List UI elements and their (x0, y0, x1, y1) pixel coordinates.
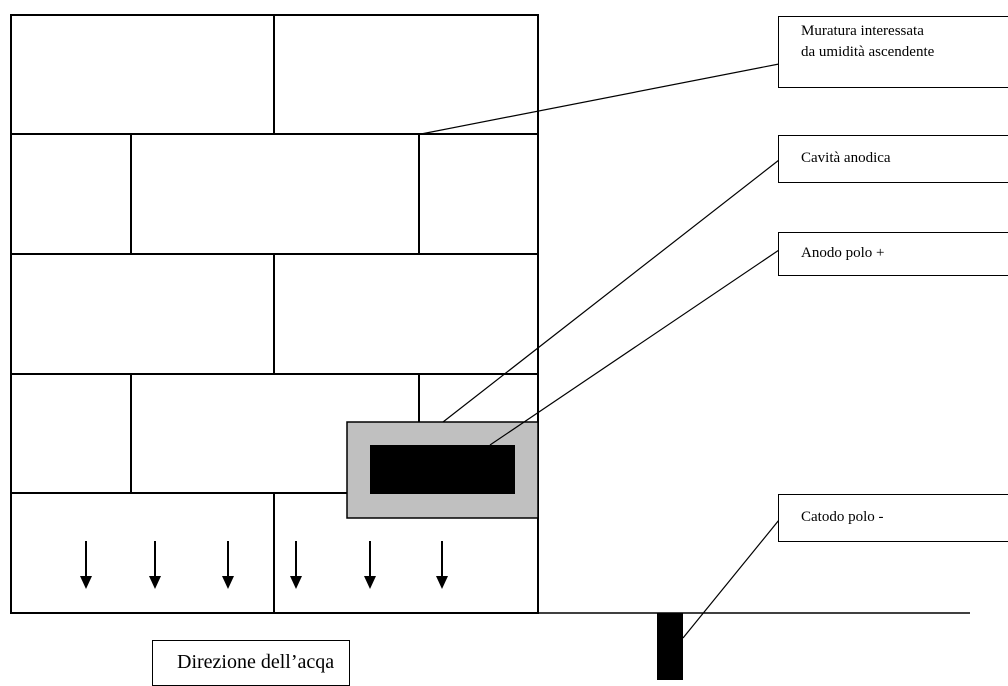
leader-muratura (420, 63, 780, 135)
leader-anodo (489, 249, 780, 446)
leader-lines (420, 63, 780, 639)
down-arrow-icon (80, 541, 92, 589)
water-direction-label: Direzione dell’acqa (152, 640, 350, 686)
callout-muratura-line1: Muratura interessata (801, 23, 924, 39)
brick-courses (11, 15, 538, 613)
down-arrow-icon (290, 541, 302, 589)
leader-cavita (442, 159, 780, 423)
callout-muratura: Muratura interessata da umidità ascenden… (778, 16, 1008, 88)
callout-cavita-label: Cavità anodica (801, 150, 891, 166)
callout-anodo-label: Anodo polo + (801, 245, 885, 261)
callout-cavita: Cavità anodica (778, 135, 1008, 183)
leader-catodo (682, 519, 780, 639)
down-arrow-icon (364, 541, 376, 589)
callout-anodo: Anodo polo + (778, 232, 1008, 276)
down-arrow-icon (436, 541, 448, 589)
callout-catodo-label: Catodo polo - (801, 509, 884, 525)
callout-catodo: Catodo polo - (778, 494, 1008, 542)
callout-muratura-line2: da umidità ascendente (801, 44, 935, 60)
anode (370, 445, 515, 494)
cathode (657, 613, 683, 680)
down-arrow-icon (222, 541, 234, 589)
water-direction-arrows (80, 541, 448, 589)
down-arrow-icon (149, 541, 161, 589)
